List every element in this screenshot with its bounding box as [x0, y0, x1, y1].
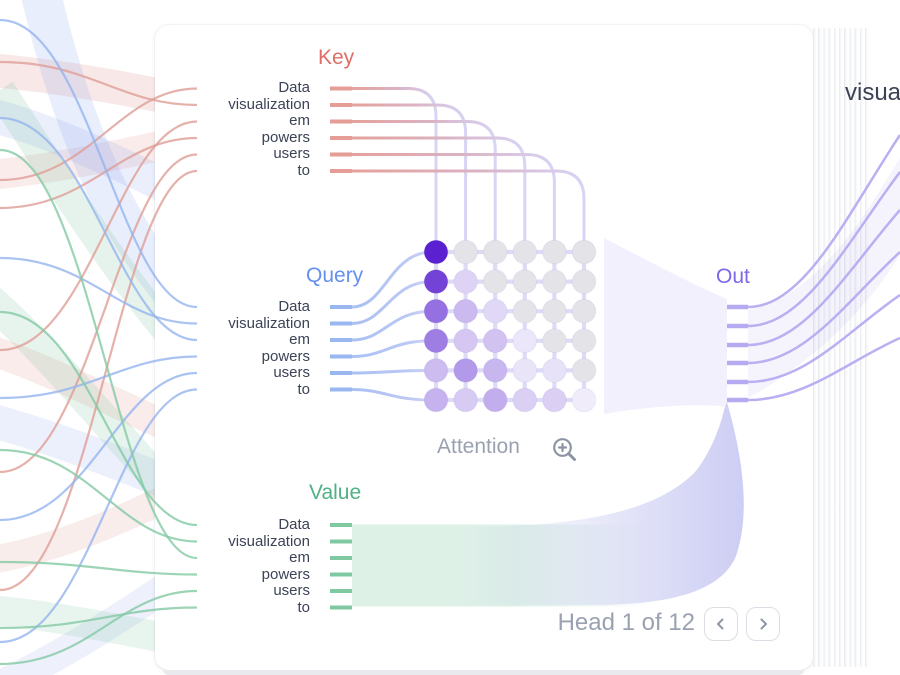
- token-label: em: [289, 549, 310, 566]
- token-label: em: [289, 331, 310, 348]
- key-token-list: Data visualization em powers users to: [150, 79, 310, 179]
- stacked-heads-pleats: [813, 28, 870, 667]
- output-token-label: visualization: [845, 79, 900, 106]
- query-token-list: Data visualization em powers users to: [150, 298, 310, 398]
- magnifier-plus-icon[interactable]: [551, 436, 579, 464]
- token-label: visualization: [228, 95, 310, 113]
- chevron-left-icon: [717, 618, 724, 630]
- token-label: visualization: [228, 314, 310, 332]
- token-label: Data: [278, 298, 310, 315]
- token-label: powers: [261, 128, 310, 146]
- token-label: users: [273, 364, 310, 381]
- token-label: visualization: [228, 532, 310, 550]
- token-label: users: [273, 145, 310, 162]
- token-label: to: [297, 161, 310, 179]
- next-head-button[interactable]: [746, 607, 780, 641]
- value-token-list: Data visualization em powers users to: [150, 516, 310, 616]
- token-label: to: [297, 380, 310, 398]
- token-label: to: [297, 598, 310, 616]
- card-under-edge: [163, 670, 804, 675]
- token-label: powers: [261, 565, 310, 583]
- token-label: users: [273, 582, 310, 599]
- out-section-title: Out: [716, 265, 750, 288]
- token-label: em: [289, 112, 310, 129]
- token-label: powers: [261, 347, 310, 365]
- key-section-title: Key: [318, 46, 355, 69]
- head-pager-label: Head 1 of 12: [557, 609, 695, 636]
- value-section-title: Value: [309, 481, 362, 504]
- prev-head-button[interactable]: [704, 607, 738, 641]
- query-section-title: Query: [306, 264, 364, 287]
- token-label: Data: [278, 516, 310, 533]
- chevron-right-icon: [760, 618, 767, 630]
- token-label: Data: [278, 79, 310, 96]
- attention-label: Attention: [437, 435, 520, 458]
